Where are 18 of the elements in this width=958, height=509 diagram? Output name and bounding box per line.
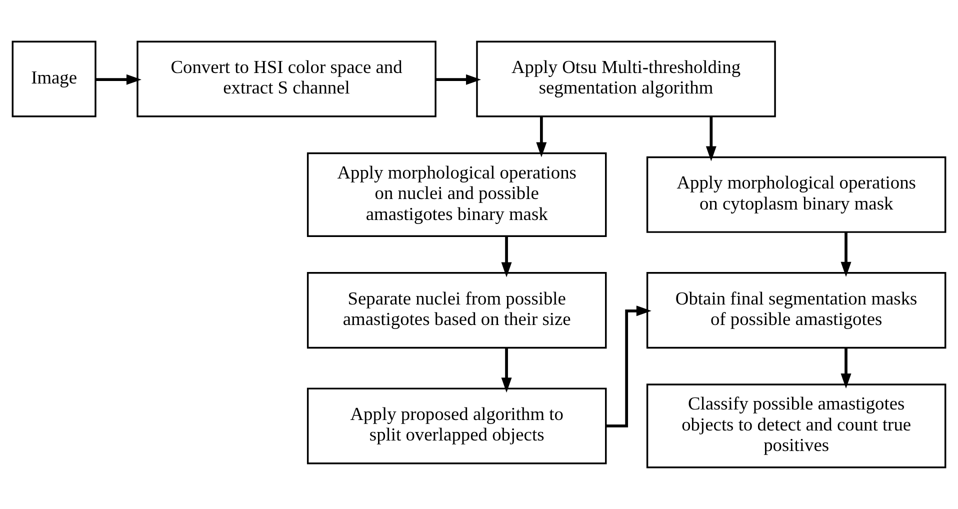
node-box: Apply morphological operations on nuclei and possible amastigotes binary mask <box>306 152 607 237</box>
node-box: Apply proposed algorithm to split overlapped objects <box>306 388 607 464</box>
node-box: Classify possible amastigotes objects to detect and count true positives <box>646 384 946 468</box>
node-box: Separate nuclei from possible amastigotes based on their size <box>306 272 607 349</box>
node-box: Apply Otsu Multi-thresholding segmentation algorithm <box>476 40 776 118</box>
arrow <box>840 232 852 277</box>
arrow <box>501 348 512 393</box>
arrow <box>96 74 142 85</box>
arrow <box>536 116 547 158</box>
node-box: Convert to HSI color space and extract S channel <box>136 40 436 118</box>
node-box: Image <box>12 40 96 118</box>
node-box: Obtain final segmentation masks of possible amastigotes <box>646 272 946 349</box>
arrow <box>840 348 852 389</box>
arrow <box>706 116 716 162</box>
arrow <box>436 74 482 85</box>
node-box: Apply morphological operations on cytoplasm binary mask <box>646 156 946 233</box>
arrow <box>501 236 512 278</box>
arrow <box>606 306 652 428</box>
